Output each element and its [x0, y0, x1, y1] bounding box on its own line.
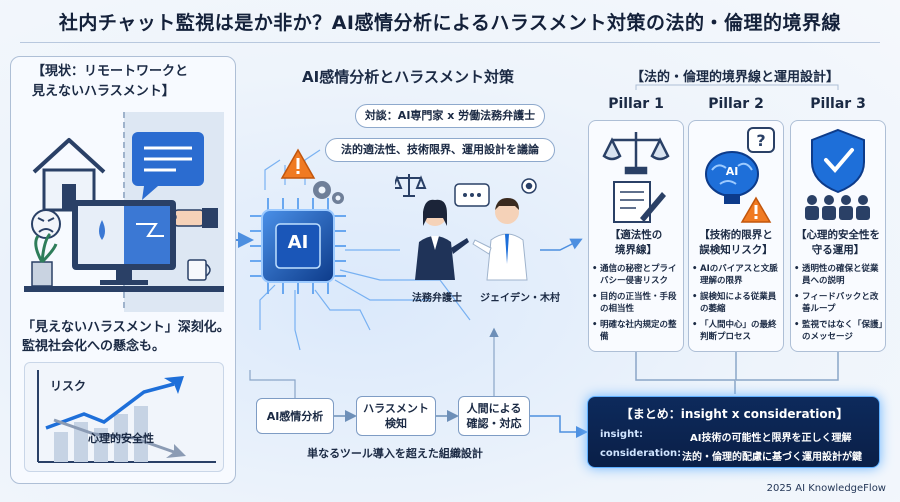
flow-caption: 単なるツール導入を超えた組織設計 — [307, 447, 483, 460]
summary-row-consideration: consideration: — [600, 448, 681, 459]
list-item: フィードバックと改善ループ — [794, 292, 886, 315]
pillar-2-title-line-1: 【技術的限界と — [699, 229, 773, 241]
chat-bubble-icon — [132, 132, 204, 200]
dialogue-pill: 対談：AI専門家 x 労働法務弁護士 — [355, 104, 545, 128]
pillar-1-title-line-1: 【適法性の — [609, 229, 663, 241]
left-heading-line-1: 【現状：リモートワークと — [32, 64, 189, 79]
warning-icon — [280, 148, 316, 179]
brain-ai-label: AI — [725, 165, 739, 178]
flow-step-detection: ハラスメント 検知 — [356, 396, 436, 436]
summary-value-insight: AI技術の可能性と限界を正しく理解 — [690, 433, 852, 444]
pillar-1-heading: Pillar 1 — [608, 96, 664, 112]
pillar-3-heading: Pillar 3 — [810, 96, 866, 112]
question-bubble-icon: ? — [747, 127, 775, 153]
ai-chip-graphic — [250, 198, 346, 294]
pillar-3-title: 【心理的安全性を 守る運用】 — [790, 228, 886, 258]
scales-icon — [395, 174, 427, 197]
pillar-3-title-line-1: 【心理的安全性を — [796, 229, 880, 241]
flow-step-1-label: AI感情分析 — [266, 409, 324, 423]
title-divider — [20, 42, 880, 43]
flow-step-3-line-2: 確認・対応 — [466, 417, 522, 430]
summary-row-insight: insight: — [600, 429, 643, 440]
pillar-2-title-line-2: 誤検知リスク】 — [699, 244, 773, 256]
plant-icon — [31, 232, 58, 287]
discussion-pill: 法的適法性、技術限界、運用設計を議論 — [325, 138, 555, 162]
left-quote-line-2: 監視社会化への懸念も。 — [22, 339, 166, 354]
pillar-3-list: 透明性の確保と従業員への説明 フィードバックと改善ループ 監視ではなく「保護」の… — [794, 264, 886, 348]
kimura-man-figure — [472, 198, 528, 281]
flow-step-human-review: 人間による 確認・対応 — [458, 396, 530, 436]
list-item: 誤検知による従業員の萎縮 — [692, 292, 784, 315]
chart-risk-label: リスク — [50, 379, 87, 393]
chat-icon — [454, 183, 490, 207]
list-item: AIのバイアスと文脈理解の限界 — [692, 264, 784, 287]
pillar-1-illustration — [602, 132, 670, 223]
network-icon — [521, 178, 537, 194]
pillar-3-illustration — [805, 128, 870, 220]
pillar-2-heading: Pillar 2 — [708, 96, 764, 112]
pillar-2-title: 【技術的限界と 誤検知リスク】 — [688, 228, 784, 258]
warning-icon — [740, 196, 772, 223]
document-pen-icon — [613, 181, 666, 223]
list-item: 通信の秘密とプライバシー侵害リスク — [592, 264, 684, 287]
flow-step-2-line-2: 検知 — [385, 417, 407, 430]
chart-safety-label: 心理的安全性 — [88, 432, 154, 445]
remote-work-illustration — [24, 112, 224, 312]
list-item: 「人間中心」の最終判断プロセス — [692, 320, 784, 343]
summary-key: consideration: — [600, 448, 682, 459]
list-item: 目的の正当性・手段の相当性 — [592, 292, 684, 315]
summary-key: insight: — [600, 429, 643, 440]
gear-icon — [313, 181, 344, 204]
list-item: 透明性の確保と従業員への説明 — [794, 264, 886, 287]
pillar-1-list: 通信の秘密とプライバシー侵害リスク 目的の正当性・手段の相当性 明確な社内規定の… — [592, 264, 684, 348]
chip-label: AI — [287, 232, 309, 253]
summary-title: 【まとめ：insight x consideration】 — [620, 407, 849, 421]
footer-credit: 2025 AI KnowledgeFlow — [766, 483, 886, 494]
house-icon — [32, 138, 106, 212]
left-quote: 「見えないハラスメント」深刻化。 監視社会化への懸念も。 — [22, 318, 232, 356]
flow-step-ai-analysis: AI感情分析 — [256, 398, 334, 434]
brain-ai-icon — [705, 151, 759, 204]
risk-trend-graphic — [37, 370, 216, 463]
dialogue-illustration — [395, 174, 537, 281]
people-group-icon — [805, 195, 870, 220]
list-item: 明確な社内規定の整備 — [592, 320, 684, 343]
left-quote-line-1: 「見えないハラスメント」深刻化。 — [22, 320, 230, 335]
summary-value-consideration: 法的・倫理的配慮に基づく運用設計が鍵 — [682, 452, 862, 463]
monitor-icon — [72, 200, 176, 285]
pillar-3-title-line-2: 守る運用】 — [811, 244, 865, 256]
shield-check-icon — [811, 128, 865, 194]
summary-box: 【まとめ：insight x consideration】 insight: A… — [587, 396, 880, 468]
left-heading-line-2: 見えないハラスメント】 — [32, 84, 175, 99]
pillar-1-title: 【適法性の 境界線】 — [588, 228, 684, 258]
warning-gears-graphic — [280, 148, 344, 204]
svg-text:?: ? — [756, 131, 765, 150]
justice-scales-icon — [602, 132, 670, 175]
pillar-1-title-line-2: 境界線】 — [615, 244, 657, 256]
pillar-2-illustration: ? — [705, 127, 775, 223]
person-label-lawyer: 法務弁護士 — [412, 293, 462, 304]
flow-step-2-line-1: ハラスメント — [363, 402, 429, 415]
flow-step-3-line-1: 人間による — [466, 402, 522, 415]
lawyer-woman-figure — [415, 199, 469, 280]
mug-icon — [187, 259, 211, 281]
center-heading: AI感情分析とハラスメント対策 — [302, 68, 514, 86]
pillar-2-list: AIのバイアスと文脈理解の限界 誤検知による従業員の萎縮 「人間中心」の最終判断… — [692, 264, 784, 348]
left-heading: 【現状：リモートワークと 見えないハラスメント】 — [18, 62, 228, 102]
list-item: 監視ではなく「保護」のメッセージ — [794, 320, 886, 343]
right-heading: 【法的・倫理的境界線と運用設計】 — [630, 70, 839, 85]
angry-face-icon — [31, 209, 61, 239]
page-title: 社内チャット監視は是か非か？AI感情分析によるハラスメント対策の法的・倫理的境界… — [58, 12, 842, 34]
person-label-kimura: ジェイデン・木村 — [480, 293, 560, 304]
